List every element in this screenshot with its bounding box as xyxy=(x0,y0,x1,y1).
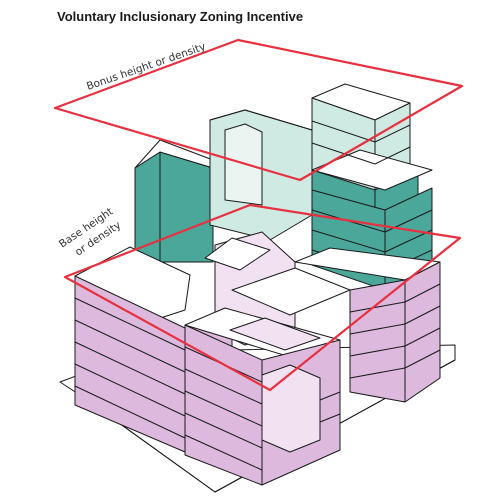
diagram-title: Voluntary Inclusionary Zoning Incentive xyxy=(57,9,304,24)
base-rear-right-side xyxy=(404,261,441,403)
bonus-rear-roof-line xyxy=(209,109,313,131)
floor-line xyxy=(184,434,263,471)
floor-line xyxy=(74,319,186,373)
floor-line xyxy=(349,367,406,379)
base-center-block xyxy=(231,267,351,316)
floor-line xyxy=(404,305,441,325)
bonus-tower-left-side xyxy=(159,151,214,263)
floor-line xyxy=(384,229,433,253)
bonus-mid-roof xyxy=(311,149,433,191)
floor-line xyxy=(404,283,441,303)
base-height-plane xyxy=(63,203,462,392)
floor-line xyxy=(74,341,186,395)
ground-slab-edge xyxy=(79,359,456,493)
floor-line xyxy=(374,146,411,165)
floor-line xyxy=(311,229,386,253)
base-rear-right-front xyxy=(349,279,406,403)
floor-line xyxy=(349,345,406,357)
floor-line xyxy=(349,301,406,313)
floor-line xyxy=(319,413,341,423)
floor-line xyxy=(74,297,186,351)
base-center-roof xyxy=(204,237,271,271)
floor-line xyxy=(404,327,441,347)
floor-line xyxy=(184,412,263,449)
floor-line xyxy=(349,323,406,335)
bonus-label: Bonus height or density xyxy=(85,41,207,93)
floor-line xyxy=(184,390,263,427)
floor-line xyxy=(74,363,186,417)
base-front-notch xyxy=(261,364,321,453)
bonus-height-plane xyxy=(53,38,464,182)
floor-line xyxy=(74,385,186,439)
floor-line xyxy=(404,349,441,369)
floor-line xyxy=(311,120,376,143)
floor-line xyxy=(319,391,341,401)
floor-line xyxy=(184,368,263,405)
floor-line xyxy=(374,124,411,143)
base-front-courtyard xyxy=(229,317,321,351)
